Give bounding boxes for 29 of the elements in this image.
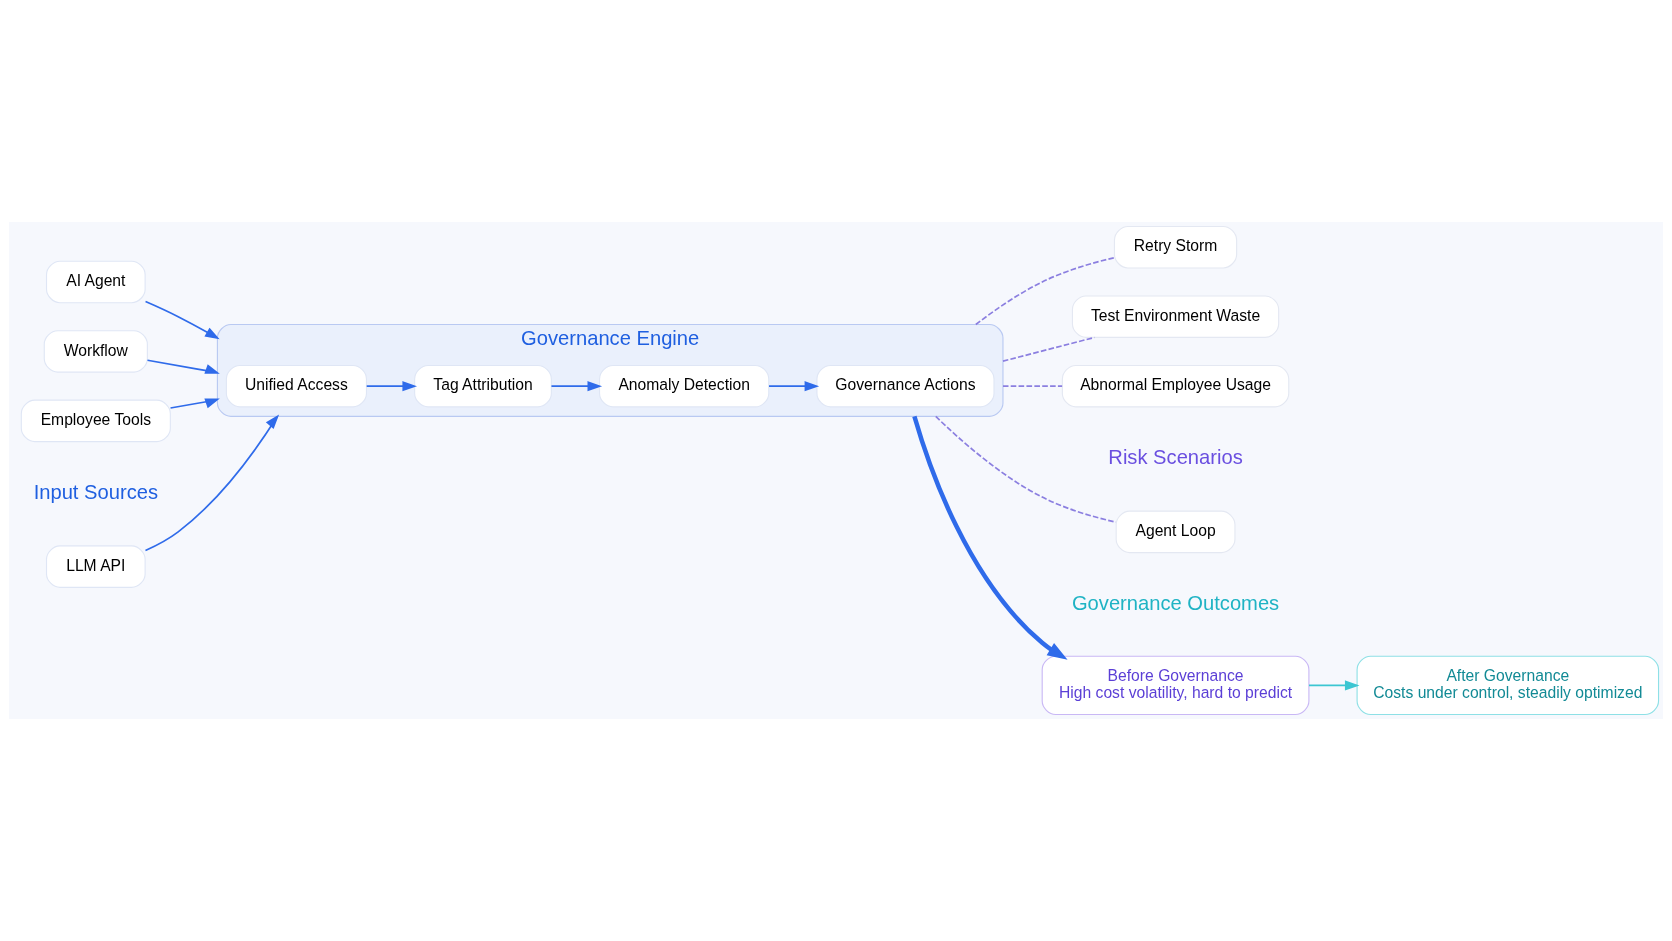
arrow <box>169 398 220 409</box>
arrow <box>144 300 220 340</box>
connector <box>934 415 1117 523</box>
node-box: Anomaly Detection <box>599 364 770 408</box>
label: Risk Scenarios <box>1108 445 1243 468</box>
label: Input Sources <box>33 480 159 503</box>
node-box: Agent Loop <box>1115 510 1236 554</box>
node-box: Tag Attribution <box>414 364 552 408</box>
node-box: After Governance Costs under control, steadily optimized <box>1356 655 1660 716</box>
node-box: Governance Actions <box>816 364 995 408</box>
arrow <box>146 359 220 374</box>
node-box: Unified Access <box>225 364 367 408</box>
connector <box>1002 385 1063 387</box>
connector <box>975 256 1116 326</box>
node-box: AI Agent <box>45 260 146 304</box>
arrow <box>550 381 603 392</box>
node-box: Workflow <box>43 330 148 373</box>
arrow <box>1308 680 1360 691</box>
node-box: Before Governance High cost volatility, hard to predict <box>1041 655 1310 716</box>
label: Governance Outcomes <box>1071 591 1280 614</box>
node-box: Test Environment Waste <box>1071 295 1280 338</box>
node-box: LLM API <box>45 545 146 588</box>
arrow <box>144 414 280 552</box>
arrow <box>365 381 417 392</box>
node-box: Employee Tools <box>20 399 171 443</box>
arrow <box>912 415 1068 660</box>
node-box: Abnormal Employee Usage <box>1061 364 1290 408</box>
node-box: Retry Storm <box>1113 225 1238 269</box>
arrow <box>768 381 820 392</box>
